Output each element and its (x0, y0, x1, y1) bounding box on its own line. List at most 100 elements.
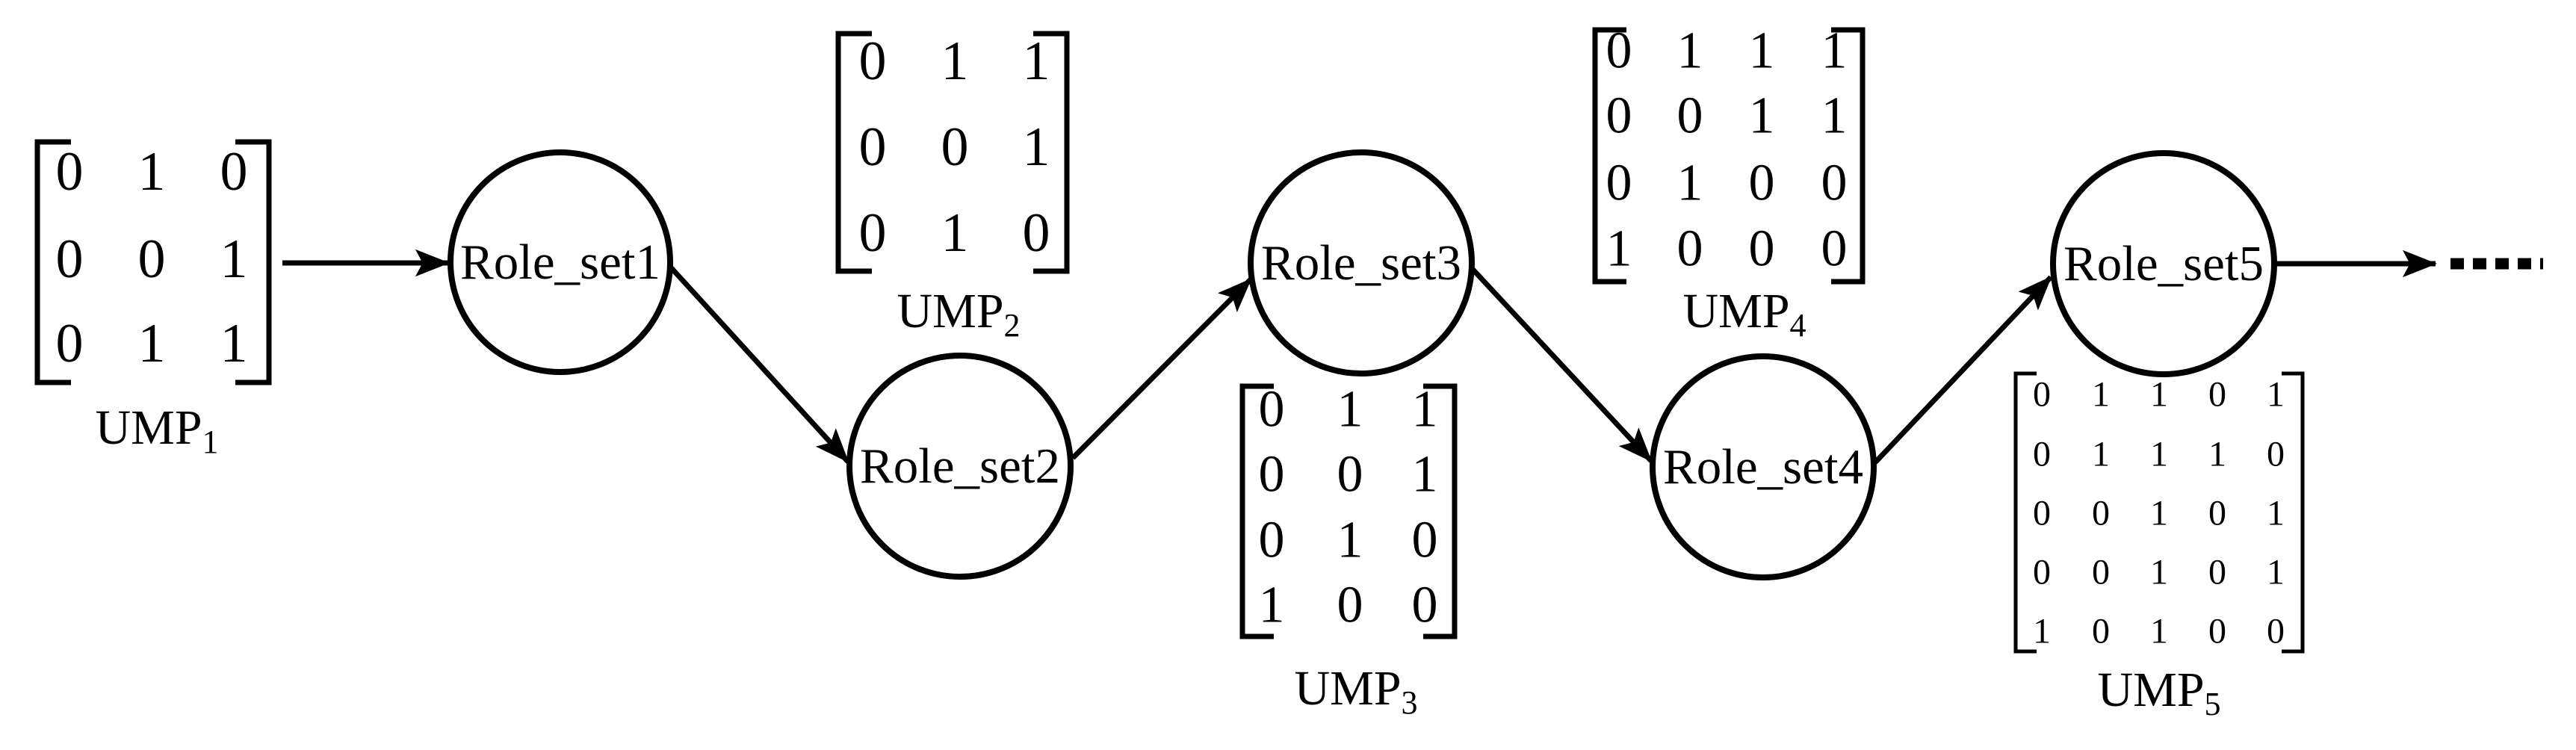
ump3-cell-r1c2: 1 (1337, 381, 1363, 438)
ump1-cell-r1c2: 1 (138, 141, 166, 202)
ump1-label: UMP1 (95, 400, 218, 460)
ump5-cell-r3c4: 0 (2208, 494, 2226, 533)
ump4-cell-r1c4: 1 (1821, 22, 1848, 80)
ump2-cell-r2c2: 0 (941, 117, 969, 178)
ump1-right-bracket (235, 139, 272, 385)
ump3-cell-r3c2: 1 (1337, 512, 1363, 569)
ump3-cell-r1c3: 1 (1412, 381, 1438, 438)
ump2-cell-r2c1: 0 (859, 117, 887, 178)
arrow-role-set-3-to-role-set-4 (1468, 264, 1653, 463)
ump3-cell-r2c3: 1 (1412, 446, 1438, 503)
ump4-cell-r4c3: 0 (1749, 220, 1775, 278)
role-set-4-label: Role_set4 (1663, 439, 1863, 495)
ump4-left-bracket (1592, 27, 1626, 285)
ump5-cell-r4c3: 1 (2150, 553, 2168, 592)
arrow-role-set-1-to-role-set-2 (668, 264, 850, 464)
ump3-cell-r4c2: 0 (1337, 577, 1363, 634)
ump3-left-bracket (1239, 383, 1274, 639)
ump4-cell-r1c1: 0 (1606, 22, 1632, 80)
ump5-cell-r5c2: 0 (2092, 612, 2110, 651)
ump5-cell-r1c4: 0 (2208, 375, 2226, 415)
ump5-cell-r5c4: 0 (2208, 612, 2226, 651)
ump2-cell-r1c3: 1 (1023, 31, 1050, 92)
ump3-cell-r3c1: 0 (1259, 512, 1285, 569)
ump2-label: UMP2 (897, 284, 1020, 344)
ump1-cell-r3c1: 0 (56, 313, 84, 374)
ump3-right-bracket (1423, 383, 1458, 639)
ump5-cell-r3c2: 0 (2092, 494, 2110, 533)
ump5-left-bracket (2013, 371, 2037, 654)
ump2-left-bracket (835, 31, 872, 274)
ump2-cell-r3c1: 0 (859, 202, 887, 264)
ump4-cell-r1c3: 1 (1749, 22, 1775, 80)
ump5-cell-r4c1: 0 (2033, 553, 2051, 592)
ump5-cell-r4c2: 0 (2092, 553, 2110, 592)
ump4-cell-r2c2: 0 (1677, 87, 1703, 145)
ump5-cell-r2c4: 1 (2208, 435, 2226, 474)
ump5-cell-r3c3: 1 (2150, 494, 2168, 533)
ump5-cell-r2c3: 1 (2150, 435, 2168, 474)
ump1-cell-r3c2: 1 (138, 313, 166, 374)
ump2-cell-r1c2: 1 (941, 31, 969, 92)
role-set-5-label: Role_set5 (2063, 236, 2264, 291)
ump4-cell-r2c3: 1 (1749, 87, 1775, 145)
ump2-cell-r3c2: 1 (941, 202, 969, 264)
ump5-cell-r5c3: 1 (2150, 612, 2168, 651)
ump2-cell-r2c3: 1 (1023, 117, 1050, 178)
ump2-right-bracket (1033, 31, 1070, 274)
ump3-cell-r4c3: 0 (1412, 577, 1438, 634)
ump5-cell-r2c2: 1 (2092, 435, 2110, 474)
ump5-cell-r1c2: 1 (2092, 375, 2110, 415)
ump4-cell-r3c4: 0 (1821, 155, 1848, 212)
ump4-cell-r2c4: 1 (1821, 87, 1848, 145)
ump1-cell-r2c1: 0 (56, 229, 84, 290)
ump5-cell-r1c1: 0 (2033, 375, 2051, 415)
ump3-cell-r1c1: 0 (1259, 381, 1285, 438)
ump5-cell-r1c5: 1 (2267, 375, 2285, 415)
ump4-cell-r3c1: 0 (1606, 155, 1632, 212)
ump2-cell-r1c1: 0 (859, 31, 887, 92)
ump1-cell-r1c1: 0 (56, 141, 84, 202)
ump1-cell-r2c3: 1 (220, 229, 248, 290)
ump1-cell-r2c2: 0 (138, 229, 166, 290)
role-set-3-label: Role_set3 (1261, 235, 1461, 291)
ump5-cell-r2c1: 0 (2033, 435, 2051, 474)
ump3-cell-r2c2: 0 (1337, 446, 1363, 503)
role-set-1-circle (448, 149, 673, 375)
ump5-cell-r5c5: 0 (2267, 612, 2285, 651)
ump4-right-bracket (1831, 27, 1866, 285)
ump3-cell-r3c3: 0 (1412, 512, 1438, 569)
ump5-cell-r3c1: 0 (2033, 494, 2051, 533)
ump5-cell-r5c1: 1 (2033, 612, 2051, 651)
ump1-left-bracket (34, 139, 71, 385)
ump5-cell-r4c5: 1 (2267, 553, 2285, 592)
ump4-cell-r4c2: 0 (1677, 220, 1703, 278)
ump5-cell-r1c3: 1 (2150, 375, 2168, 415)
arrow-role-set-4-to-role-set-5 (1873, 275, 2053, 465)
ump1-cell-r1c3: 0 (220, 141, 248, 202)
ump3-label: UMP3 (1294, 661, 1417, 721)
ump4-cell-r3c2: 1 (1677, 155, 1703, 212)
ump1-cell-r3c3: 1 (220, 313, 248, 374)
ump5-right-bracket (2282, 371, 2305, 654)
ump4-cell-r4c4: 0 (1821, 220, 1848, 278)
ump5-cell-r4c4: 0 (2208, 553, 2226, 592)
ump5-label: UMP5 (2097, 663, 2220, 722)
ump4-cell-r2c1: 0 (1606, 87, 1632, 145)
ump5-cell-r3c5: 1 (2267, 494, 2285, 533)
ump4-cell-r1c2: 1 (1677, 22, 1703, 80)
ump5-cell-r2c5: 0 (2267, 435, 2285, 474)
ump4-cell-r4c1: 1 (1606, 220, 1632, 278)
role-set-3-circle (1248, 149, 1475, 376)
role-set-5-circle (2050, 150, 2277, 377)
arrow-role-set-2-to-role-set-3 (1071, 277, 1253, 460)
role-set-1-label: Role_set1 (460, 235, 660, 290)
ump2-cell-r3c3: 0 (1023, 202, 1050, 264)
ump3-cell-r4c1: 1 (1259, 577, 1285, 634)
role-set-2-circle (846, 353, 1074, 580)
ump3-cell-r2c1: 0 (1259, 446, 1285, 503)
role-set-4-circle (1650, 353, 1877, 580)
ump4-label: UMP4 (1682, 284, 1806, 344)
